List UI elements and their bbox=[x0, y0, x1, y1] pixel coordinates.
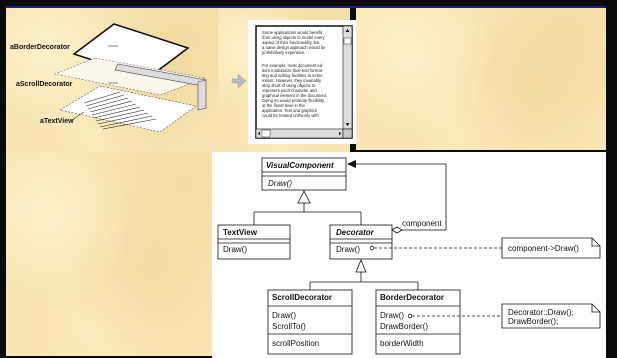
title-bar bbox=[6, 6, 606, 8]
window-line: itors modularize their text format- bbox=[262, 68, 324, 73]
window-line: Some applications would benefit bbox=[262, 30, 323, 35]
note-decorator-draw bbox=[501, 237, 601, 259]
window-line: could be treated uniformly with bbox=[262, 113, 319, 118]
class-border-decorator bbox=[375, 289, 461, 355]
scroll-decorator-scrollto: ScrollTo() bbox=[272, 322, 306, 331]
class-scroll-decorator bbox=[267, 289, 353, 355]
scroll-up-icon[interactable] bbox=[345, 29, 350, 32]
transform-arrow-icon bbox=[231, 73, 247, 89]
leader-text bbox=[71, 111, 85, 121]
uml-diagram bbox=[217, 157, 601, 355]
text-layer bbox=[59, 85, 197, 133]
class-decorator bbox=[329, 224, 393, 260]
label-scroll-decorator: aScrollDecorator bbox=[16, 81, 73, 88]
scrollbar-right bbox=[197, 79, 207, 111]
window-line: stop short of using objects to bbox=[262, 83, 316, 88]
window-line: at the finest level in the bbox=[262, 103, 306, 108]
text-view-draw: Draw() bbox=[223, 245, 247, 254]
window-line: application. Text and graphics bbox=[262, 108, 317, 113]
window-frame bbox=[255, 25, 353, 139]
inheritance-visual-component bbox=[253, 190, 362, 225]
component-role-label: component bbox=[402, 219, 442, 228]
window-line: extent. However, they invariably bbox=[262, 78, 322, 83]
scroll-decorator-draw: Draw() bbox=[272, 311, 296, 320]
visual-component-draw: Draw() bbox=[268, 179, 292, 188]
scroll-down-icon[interactable] bbox=[345, 123, 350, 126]
visual-component-name: VisualComponent bbox=[266, 161, 334, 170]
note-border-line1: Decorator::Draw(); bbox=[508, 308, 574, 317]
note-border-draw bbox=[501, 303, 601, 329]
text-layer-lines bbox=[83, 91, 157, 130]
association-component bbox=[347, 160, 447, 234]
inheritance-decorator bbox=[309, 258, 419, 290]
border-decorator-drawborder: DrawBorder() bbox=[380, 322, 428, 331]
label-border-decorator: aBorderDecorator bbox=[10, 44, 70, 51]
note-decorator-text: component->Draw() bbox=[508, 244, 579, 253]
scroll-decorator-attr: scrollPosition bbox=[272, 339, 319, 348]
window-line: Doing so would promote flexibility bbox=[262, 98, 325, 103]
document-window: Some applications would benefit from usi… bbox=[255, 25, 353, 139]
parchment-top-right bbox=[356, 8, 606, 150]
border-decorator-attr: borderWidth bbox=[380, 339, 424, 348]
window-line: represent each character and bbox=[262, 88, 317, 93]
window-line: graphical element in the document. bbox=[262, 93, 327, 98]
parchment-bottom-left bbox=[6, 152, 212, 356]
window-line: ting and editing facilities to some bbox=[262, 73, 323, 78]
scroll-decorator-name: ScrollDecorator bbox=[272, 293, 332, 302]
decorator-draw: Draw() bbox=[336, 245, 360, 254]
layered-view-figure: aBorderDecorator aScrollDecorator aTextV… bbox=[10, 23, 207, 133]
window-line: a naive design approach would be bbox=[262, 45, 326, 50]
text-view-name: TextView bbox=[223, 228, 258, 237]
decorator-name: Decorator bbox=[336, 228, 375, 237]
window-line: prohibitively expensive. bbox=[262, 50, 305, 55]
window-line: For example, most document ed- bbox=[262, 63, 324, 68]
scroll-left-icon[interactable] bbox=[258, 131, 260, 136]
resize-corner[interactable] bbox=[342, 128, 353, 139]
label-text-view: aTextView bbox=[40, 118, 74, 125]
scroll-thumb[interactable] bbox=[343, 37, 352, 45]
border-decorator-draw: Draw() bbox=[380, 311, 404, 320]
window-line: aspect of their functionality, but bbox=[262, 40, 320, 45]
hscroll-thumb[interactable] bbox=[261, 129, 271, 138]
class-visual-component bbox=[261, 157, 347, 191]
window-line: from using objects to model every bbox=[262, 35, 326, 40]
class-text-view bbox=[217, 224, 291, 260]
note-border-line2: DrawBorder(); bbox=[508, 317, 558, 326]
border-decorator-name: BorderDecorator bbox=[380, 293, 444, 302]
scroll-right-icon[interactable] bbox=[339, 131, 341, 136]
scroll-layer bbox=[53, 57, 207, 96]
window-text: Some applications would benefit from usi… bbox=[262, 30, 327, 118]
